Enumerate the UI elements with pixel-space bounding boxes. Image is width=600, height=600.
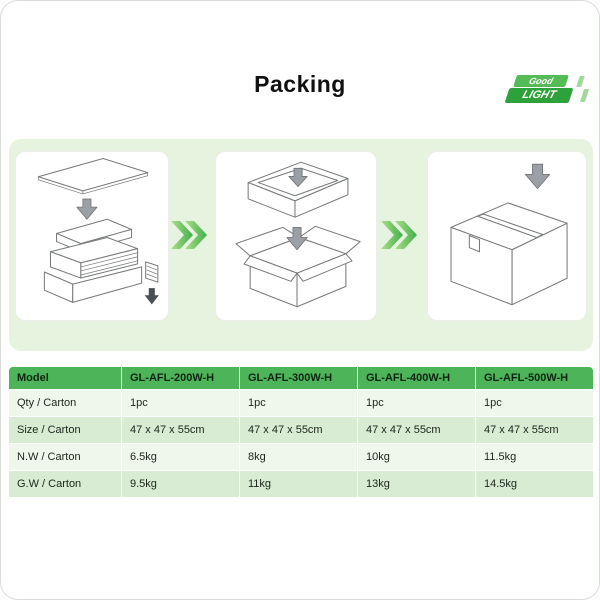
table-row-nw: N.W / Carton 6.5kg 8kg 10kg 11.5kg [9,443,593,470]
cell: 1pc [121,389,239,416]
table-row-size: Size / Carton 47 x 47 x 55cm 47 x 47 x 5… [9,416,593,443]
cell: 1pc [357,389,475,416]
cell: 14.5kg [475,470,593,497]
cell: 9.5kg [121,470,239,497]
arrow-down-icon [286,226,308,251]
step-3-sealed-carton [427,151,587,321]
col-header-400w: GL-AFL-400W-H [357,367,475,389]
tape-seam-icon [476,213,544,239]
step-2-carton-insert [215,151,377,321]
row-label: G.W / Carton [9,470,121,497]
step-2-illustration [235,161,361,308]
page-title: Packing [254,71,346,97]
chevron-right-icon [171,221,207,249]
cell: 1pc [475,389,593,416]
row-label: Size / Carton [9,416,121,443]
foam-sheet-icon [37,157,149,192]
cell: 8kg [239,443,357,470]
step-1-floodlight-foam [15,151,169,321]
arrow-down-icon [524,163,551,190]
cell: 47 x 47 x 55cm [121,416,239,443]
logo-stripe-icon [576,76,585,87]
cell: 11.5kg [475,443,593,470]
row-label: N.W / Carton [9,443,121,470]
col-header-500w: GL-AFL-500W-H [475,367,593,389]
cell: 6.5kg [121,443,239,470]
logo-text-bottom: LIGHT [504,88,574,103]
tape-tab-icon [468,234,481,253]
table-header-row: Model GL-AFL-200W-H GL-AFL-300W-H GL-AFL… [9,367,593,389]
arrow-down-icon [76,198,98,220]
col-header-200w: GL-AFL-200W-H [121,367,239,389]
packing-steps-panel [9,139,593,351]
logo-text-top: Good [513,75,569,87]
row-label: Qty / Carton [9,389,121,416]
step-3-illustration [450,163,568,306]
cell: 13kg [357,470,475,497]
table-row-qty: Qty / Carton 1pc 1pc 1pc 1pc [9,389,593,416]
cell: 10kg [357,443,475,470]
chevron-right-icon [381,221,417,249]
cell: 47 x 47 x 55cm [475,416,593,443]
cell: 1pc [239,389,357,416]
col-header-model: Model [9,367,121,389]
cell: 47 x 47 x 55cm [357,416,475,443]
cell: 47 x 47 x 55cm [239,416,357,443]
small-arrow-down-icon [144,288,159,305]
cell: 11kg [239,470,357,497]
brand-logo: Good LIGHT [504,75,590,105]
packing-spec-table: Model GL-AFL-200W-H GL-AFL-300W-H GL-AFL… [9,367,593,497]
step-1-illustration [37,157,159,305]
table-row-gw: G.W / Carton 9.5kg 11kg 13kg 14.5kg [9,470,593,497]
arrow-down-icon [288,167,308,188]
col-header-300w: GL-AFL-300W-H [239,367,357,389]
